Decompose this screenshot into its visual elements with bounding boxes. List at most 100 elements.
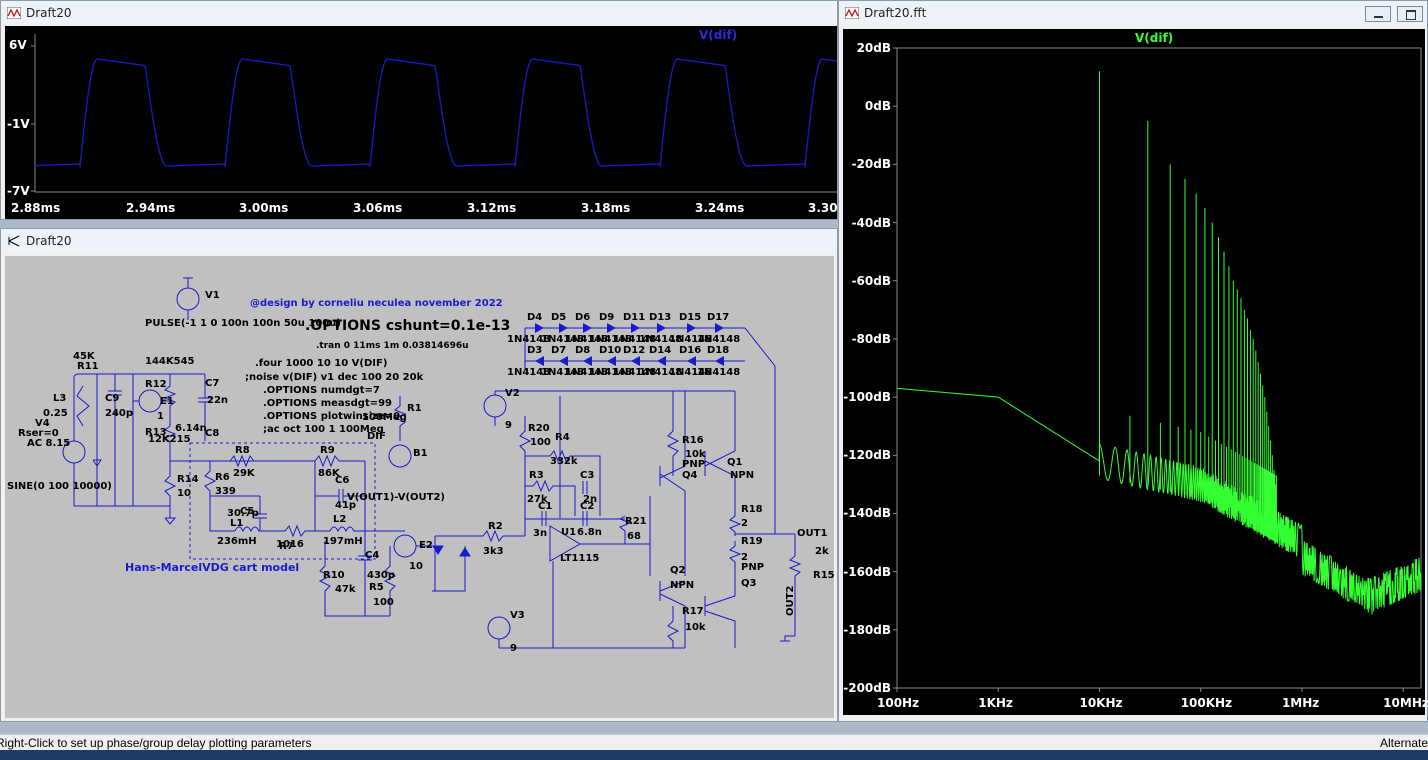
taskbar[interactable] <box>0 750 1428 760</box>
lt1115-opamp[interactable] <box>549 525 581 562</box>
component-ref-q2[interactable]: Q2 <box>670 565 686 576</box>
component-ref-r11[interactable]: R11 <box>77 361 99 372</box>
component-ref-r7[interactable]: R7 <box>279 541 294 552</box>
component-value-c5[interactable]: 30.7p <box>227 508 259 519</box>
component-value-r4[interactable]: 332k <box>550 456 578 467</box>
component-ref-q4[interactable]: Q4 <box>682 470 698 481</box>
diode-d3[interactable] <box>535 356 544 366</box>
fft-window-titlebar[interactable]: Draft20.fft <box>839 1 1427 25</box>
diode-d5[interactable] <box>559 323 568 333</box>
component-ref-r8[interactable]: R8 <box>235 445 250 456</box>
component-value-r19[interactable]: 2 <box>741 552 748 563</box>
component-value-r6[interactable]: 339 <box>215 486 236 497</box>
component-value-c3[interactable]: 2n <box>583 494 597 505</box>
component-ref-r4[interactable]: R4 <box>555 432 570 443</box>
component-value-r20[interactable]: 100 <box>530 437 551 448</box>
component-ref-c4[interactable]: C4 <box>365 550 379 561</box>
component-ref-r10[interactable]: R10 <box>323 570 345 581</box>
component-value-l1[interactable]: 236mH <box>217 536 257 547</box>
component-ref-c8[interactable]: C8 <box>205 428 219 439</box>
diode-d12[interactable] <box>631 356 640 366</box>
component-value-c9[interactable]: 240p <box>105 408 133 419</box>
diode-d4[interactable] <box>535 323 544 333</box>
waveform-window-titlebar[interactable]: Draft20 <box>1 1 837 25</box>
component-value-c7[interactable]: 22n <box>207 395 228 406</box>
minimize-button[interactable] <box>1365 6 1392 22</box>
maximize-button[interactable] <box>1397 6 1423 22</box>
waveform-window[interactable]: Draft20 V(dif) 6V -1V -7V 2.88ms 2.94ms … <box>0 0 857 220</box>
component-value-r1[interactable]: 100Meg <box>362 412 407 423</box>
component-value-r16[interactable]: 10k <box>685 449 706 460</box>
component-value-r7[interactable]: 1016 <box>276 539 304 550</box>
component-ref-q3[interactable]: Q3 <box>741 578 757 589</box>
diode-d17[interactable] <box>715 323 724 333</box>
component-value-c8[interactable]: 6.14n <box>175 423 207 434</box>
component-ref-r3[interactable]: R3 <box>529 470 544 481</box>
component-ref-c6[interactable]: C6 <box>335 475 349 486</box>
component-ref-l1[interactable]: L1 <box>230 518 243 529</box>
component-ref-r14[interactable]: R14 <box>177 474 199 485</box>
component-value-q2[interactable]: NPN <box>670 580 694 591</box>
diode-d7[interactable] <box>559 356 568 366</box>
diode-d14[interactable] <box>657 356 666 366</box>
component-ref-r19[interactable]: R19 <box>741 536 763 547</box>
component-value-l3[interactable]: 0.25 <box>43 408 68 419</box>
component-value-r21[interactable]: 68 <box>627 531 641 542</box>
component-ref-r1[interactable]: R1 <box>407 403 422 414</box>
component-value-q4[interactable]: PNP <box>682 459 705 470</box>
component-ref-r15[interactable]: R15 <box>813 570 834 581</box>
component-ref-l2[interactable]: L2 <box>333 514 346 525</box>
component-value-r11[interactable]: 45K <box>73 351 96 362</box>
component-value-c2[interactable]: 6.8n <box>577 527 602 538</box>
component-ref-r17[interactable]: R17 <box>682 606 704 617</box>
waveform-plot[interactable]: V(dif) 6V -1V -7V 2.88ms 2.94ms 3.00ms 3… <box>5 26 857 219</box>
diode-d13[interactable] <box>657 323 666 333</box>
component-ref-c9[interactable]: C9 <box>105 393 119 404</box>
component-ref-r9[interactable]: R9 <box>320 445 335 456</box>
component-ref-c7[interactable]: C7 <box>205 378 219 389</box>
component-ref-q1[interactable]: Q1 <box>727 457 743 468</box>
component-ref-r13[interactable]: R13 <box>145 427 167 438</box>
component-value-r3[interactable]: 27k <box>527 494 548 505</box>
diode-d18[interactable] <box>715 356 724 366</box>
component-value-r14[interactable]: 10 <box>177 488 191 499</box>
schematic-canvas[interactable]: V1 PULSE(-1 1 0 100n 100n 50u 100u) @des… <box>5 256 834 718</box>
component-value-r12[interactable]: 144K545 <box>145 356 195 367</box>
component-value-q3[interactable]: PNP <box>741 562 764 573</box>
component-ref-r6[interactable]: R6 <box>215 472 230 483</box>
v1-source[interactable] <box>176 287 200 311</box>
diode-d9[interactable] <box>607 323 616 333</box>
component-ref-r18[interactable]: R18 <box>741 504 763 515</box>
component-ref-c1[interactable]: C1 <box>538 501 552 512</box>
component-value-q1[interactable]: NPN <box>730 470 754 481</box>
diode-d6[interactable] <box>583 323 592 333</box>
component-ref-r5[interactable]: R5 <box>369 582 384 593</box>
component-value-c1[interactable]: 3n <box>533 528 547 539</box>
component-ref-c3[interactable]: C3 <box>580 470 594 481</box>
schematic-window-titlebar[interactable]: Draft20 <box>1 229 837 253</box>
diode-d16[interactable] <box>687 356 696 366</box>
component-ref-r2[interactable]: R2 <box>488 521 503 532</box>
v3-source[interactable] <box>487 616 511 640</box>
component-value-c6[interactable]: 41p <box>335 500 356 511</box>
component-value-r13[interactable]: 12K215 <box>148 434 191 445</box>
component-value-r9[interactable]: 86K <box>318 468 341 479</box>
diode-d8[interactable] <box>583 356 592 366</box>
v2-source[interactable] <box>483 394 507 418</box>
component-ref-c5[interactable]: C5 <box>240 506 254 517</box>
component-value-c4[interactable]: 430p <box>367 570 395 581</box>
diode-d15[interactable] <box>687 323 696 333</box>
component-value-r17[interactable]: 10k <box>685 622 706 633</box>
e2-source[interactable] <box>393 534 417 558</box>
diode-d11[interactable] <box>631 323 640 333</box>
component-ref-c2[interactable]: C2 <box>580 501 594 512</box>
component-ref-r21[interactable]: R21 <box>625 516 647 527</box>
component-ref-r16[interactable]: R16 <box>682 435 704 446</box>
component-value-r5[interactable]: 100 <box>373 597 394 608</box>
b1-source[interactable] <box>388 444 412 468</box>
component-value-r15[interactable]: 2k <box>815 546 829 557</box>
component-value-r18[interactable]: 2 <box>741 518 748 529</box>
component-value-r10[interactable]: 47k <box>335 584 356 595</box>
